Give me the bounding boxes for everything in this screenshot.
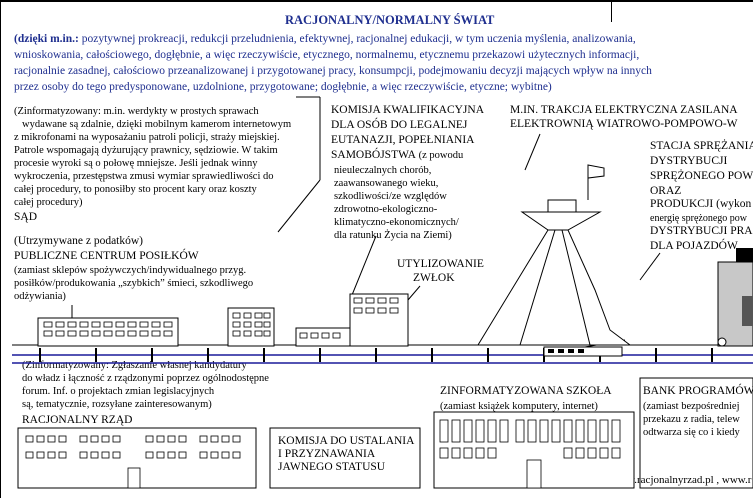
disposal-line-2: ZWŁOK bbox=[413, 272, 455, 284]
intro-bold: (dzięki m.in.: bbox=[14, 33, 79, 45]
court-line-4: Patrole wspomagają dyżurujący prawnicy, … bbox=[14, 145, 278, 156]
commission-line-5: klimatyczno-ekonomicznych/ bbox=[334, 217, 459, 228]
court-building bbox=[227, 307, 275, 347]
intro-line-4: przez osoby do tego predysponowane, uzdo… bbox=[14, 81, 552, 93]
status-commission-line-1: KOMISJA DO USTALANIA bbox=[278, 435, 415, 447]
status-commission-line-2: I PRZYZNAWANIA bbox=[278, 448, 376, 460]
school-note: (zamiast książek komputery, internet) bbox=[440, 401, 598, 412]
frame-right-border bbox=[611, 0, 612, 22]
commission-title-note: (z powodu bbox=[416, 150, 464, 161]
intro-rest: pozytywnej prokreacji, redukcji przeludn… bbox=[78, 33, 636, 45]
canteen-note: (Utrzymywane z podatków) bbox=[14, 235, 144, 247]
station-small: energię sprężonego pow bbox=[650, 213, 748, 224]
station-line-1: STACJA SPRĘŻANIA bbox=[650, 140, 753, 152]
commission-title-2: DLA OSÓB DO LEGALNEJ bbox=[331, 119, 468, 131]
commission-line-3: szkodliwości/ze względów bbox=[334, 191, 447, 202]
commission-title-3: EUTANAZJI, POPEŁNIANIA bbox=[331, 134, 475, 146]
commission-line-1: nieuleczalnych chorób, bbox=[334, 165, 432, 176]
intro-line-2: wnioskowania, całościowego, dogłębnie, a… bbox=[14, 49, 640, 61]
station-production: PRODUKCJI (wykon bbox=[650, 198, 752, 210]
status-commission-building bbox=[269, 427, 421, 489]
traction-line-2: ELEKTROWNIĄ WIATROWO-POMPOWO-W bbox=[510, 118, 738, 130]
canteen-line-2: posiłków/produkowania „szybkich” śmieci,… bbox=[14, 278, 254, 289]
court-line-5: procesie wyroki są o połowę mniejsze. Je… bbox=[14, 158, 258, 169]
traction-pointer bbox=[524, 133, 541, 171]
government-label: RACJONALNY RZĄD bbox=[22, 414, 133, 426]
court-pointer-diagonal bbox=[277, 179, 321, 233]
government-line-1: (Zinformatyzowany: Zgłaszanie własnej ka… bbox=[22, 360, 247, 371]
frame-left-border bbox=[0, 0, 1, 498]
station-building bbox=[717, 248, 753, 347]
station-line-6: DLA POJAZDÓW bbox=[650, 240, 738, 252]
station-line-3: SPRĘŻONEGO POW bbox=[650, 170, 753, 182]
commission-building bbox=[295, 327, 351, 347]
canteen-building bbox=[37, 317, 179, 347]
page-title: RACJONALNY/NORMALNY ŚWIAT bbox=[285, 13, 495, 27]
track-poles bbox=[39, 348, 713, 362]
government-line-4: są, tematycznie, rozsyłane zainteresowan… bbox=[22, 399, 212, 410]
disposal-building bbox=[349, 293, 409, 347]
station-line-2: DYSTRYBUCJI bbox=[650, 155, 728, 167]
government-line-2: do władz i łączność z rządzonymi poprzez… bbox=[22, 373, 269, 384]
frame-top-border bbox=[0, 0, 753, 2]
canteen-line-3: odżywiania) bbox=[14, 291, 66, 302]
school-building bbox=[433, 411, 635, 489]
commission-title-4: SAMOBÓJSTWA (z powodu bbox=[331, 149, 463, 162]
court-label: SĄD bbox=[14, 211, 38, 223]
government-building bbox=[17, 427, 257, 489]
bank-line-1: (zamiast bezpośredniej bbox=[643, 401, 740, 412]
court-line-6: wykroczenia, przestępstwa zmusi wymiar s… bbox=[14, 171, 274, 182]
bank-title: BANK PROGRAMÓW bbox=[643, 385, 753, 397]
bank-building bbox=[639, 377, 753, 489]
commission-line-6: dla ratunku Życia na Ziemi) bbox=[334, 230, 452, 241]
traction-line-1: M.IN. TRAKCJA ELEKTRYCZNA ZASILANA bbox=[510, 104, 738, 116]
commission-line-4: zdrowotno-ekologiczno- bbox=[334, 204, 438, 215]
commission-title-last: SAMOBÓJSTWA bbox=[331, 149, 416, 161]
bank-line-3: odtwarza się co i kiedy bbox=[643, 427, 740, 438]
court-line-2: wydawane są zdalnie, dzięki mobilnym kam… bbox=[22, 119, 292, 130]
intro-line-1: (dzięki m.in.: pozytywnej prokreacji, re… bbox=[14, 33, 636, 45]
government-line-3: forum. Inf. o projektach zmian legislacy… bbox=[22, 386, 215, 397]
court-line-8: całej procedury) bbox=[14, 197, 83, 208]
power-station-tower bbox=[477, 164, 632, 346]
court-line-7: całej procedury, to ponosiłby sto procen… bbox=[14, 184, 257, 195]
station-pointer bbox=[639, 252, 661, 281]
canteen-title: PUBLICZNE CENTRUM POSIŁKÓW bbox=[14, 250, 199, 262]
court-line-1: (Zinformatyzowany: m.in. werdykty w pros… bbox=[14, 106, 259, 117]
station-line-5: DYSTRYBUCJI PRA bbox=[650, 225, 753, 237]
station-line-4: ORAZ bbox=[650, 185, 682, 197]
school-title: ZINFORMATYZOWANA SZKOŁA bbox=[440, 385, 612, 397]
canteen-line-1: (zamiast sklepów spożywczych/indywidualn… bbox=[14, 265, 247, 276]
commission-line-2: zaawansowanego wieku, bbox=[334, 178, 439, 189]
status-commission-line-3: JAWNEGO STATUSU bbox=[278, 461, 386, 473]
intro-line-3: racjonalnie zasadnej, całościowo przeana… bbox=[14, 65, 652, 77]
disposal-line-1: UTYLIZOWANIE bbox=[397, 258, 484, 270]
disposal-pointer bbox=[407, 285, 421, 301]
commission-pointer bbox=[349, 235, 377, 301]
bank-line-2: przekazu z radia, telew bbox=[643, 414, 740, 425]
court-line-3: z mikrofonami na wyposażaniu patroli pol… bbox=[14, 132, 280, 143]
commission-title-1: KOMISJA KWALIFIKACYJNA bbox=[331, 104, 485, 116]
